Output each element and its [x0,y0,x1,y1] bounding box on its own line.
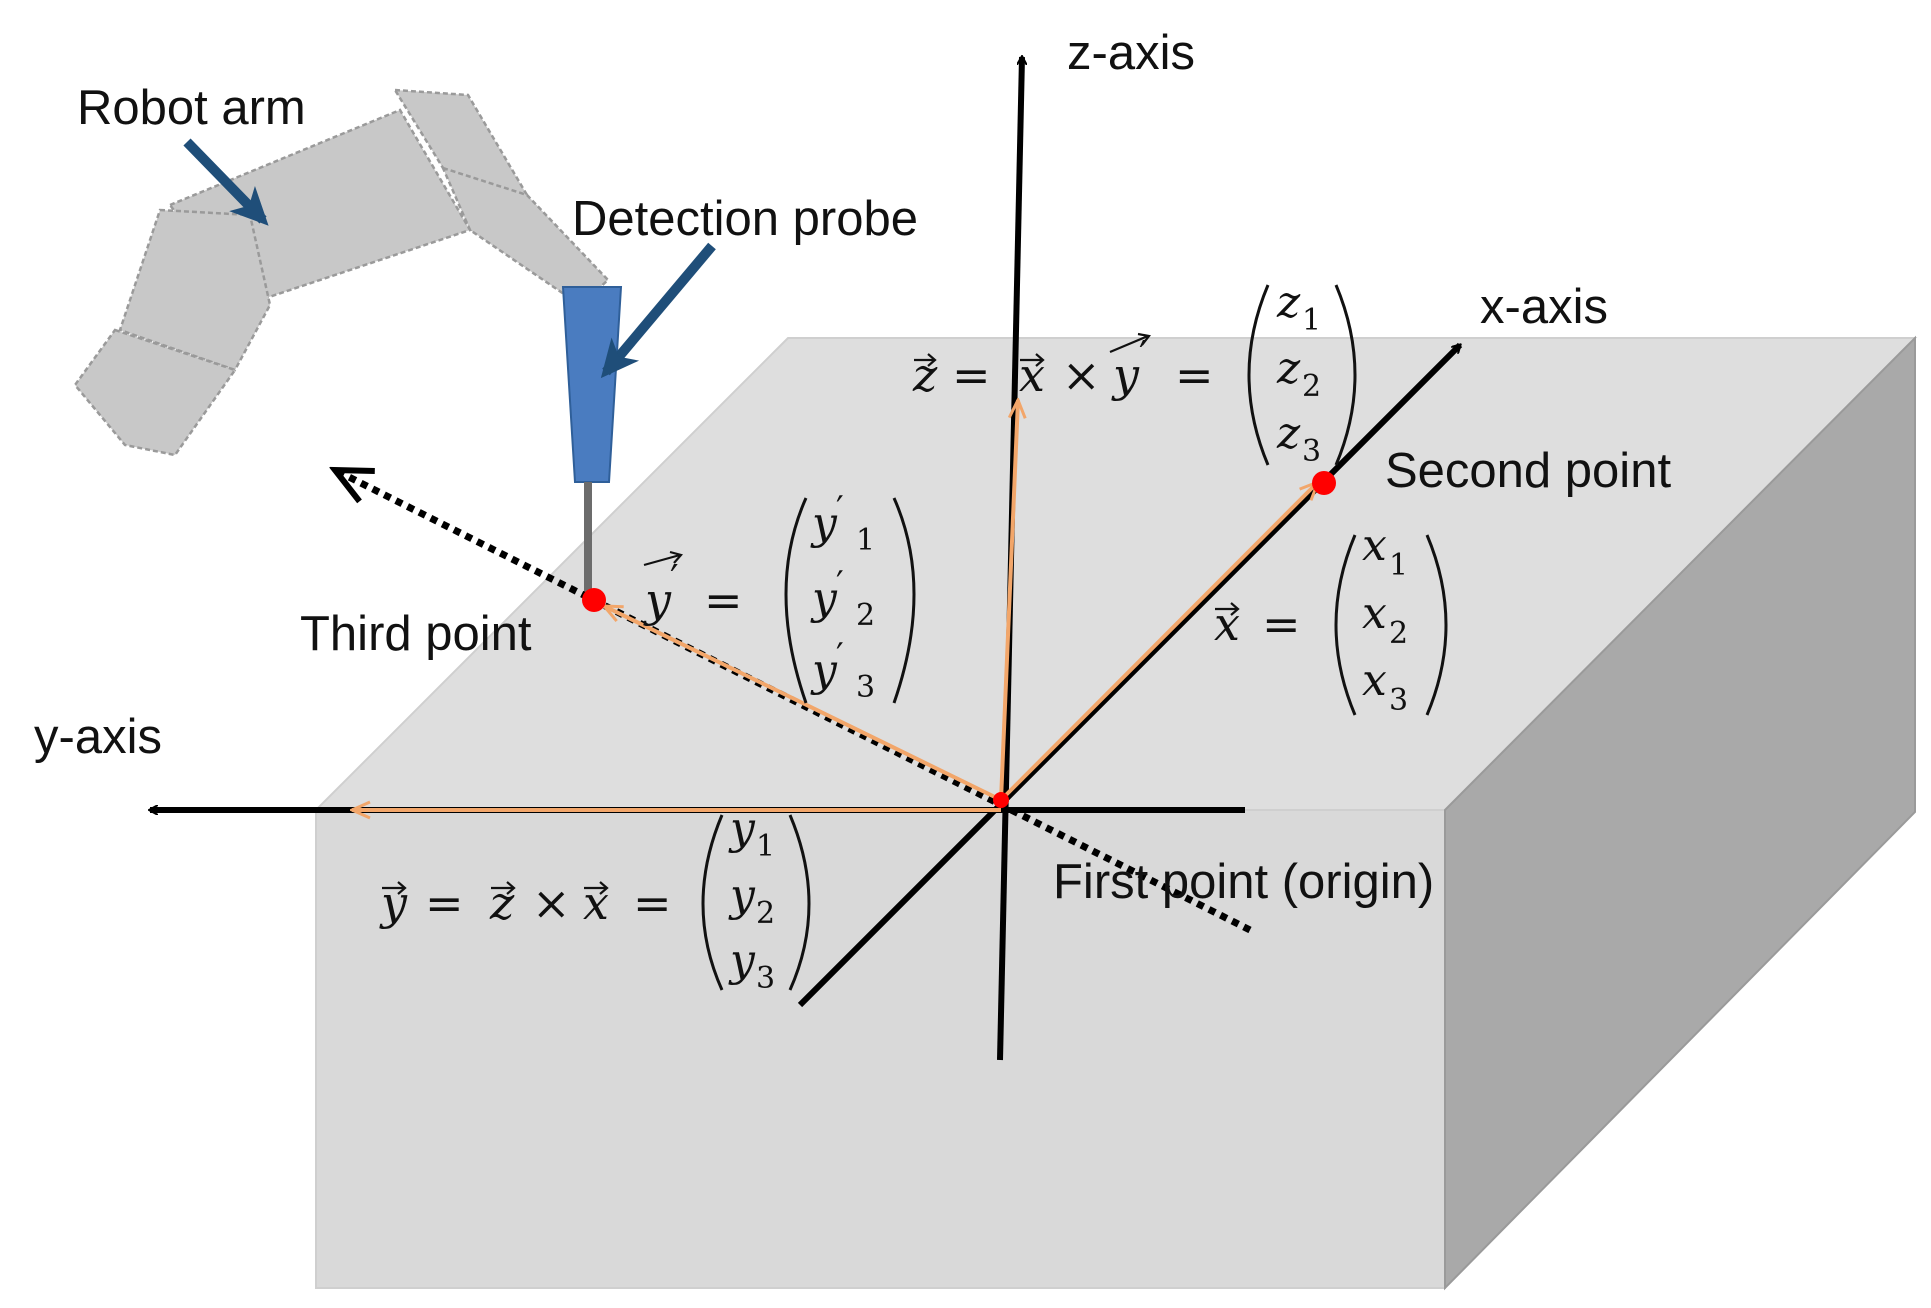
z-eq-times: × [1062,348,1101,402]
second-point-marker [1312,471,1336,495]
y-eq-entry-2-var: y [728,870,756,921]
z-eq-operand-a-arrow [1020,353,1045,367]
y-eq-right-paren [788,814,811,991]
origin-point [993,792,1009,808]
z-eq-symbol: z [912,348,938,402]
probe-body [561,286,623,483]
second-point-label: Second point [1385,444,1671,498]
x-eq-symbol-arrow [1215,602,1240,616]
robot-arm [73,88,610,457]
y-eq-entry-3-var: y [728,935,756,986]
y-eq-operand-b: x [583,876,609,930]
z-eq-equals-1: = [952,348,991,402]
x-vector [999,482,1318,802]
first-point-label: First point (origin) [1053,855,1434,909]
z-eq-entry-2-var: z [1276,343,1301,394]
x-eq-symbol: x [1214,597,1240,651]
yp-eq-symbol: y [643,573,672,627]
x-eq-entry-1-var: x [1362,520,1387,571]
detection-probe [561,286,623,600]
y-prime-vector-equation: y ′ = y ′ 1 y ′ 2 y ′ 3 [643,489,916,705]
x-axis-line [797,345,1460,1008]
yp-eq-equals: = [704,573,743,627]
x-eq-entry-3-sub: 3 [1389,683,1408,718]
x-eq-entry-2-var: x [1362,588,1387,639]
z-eq-operand-b-arrow [1109,332,1151,354]
z-eq-equals-2: = [1175,348,1214,402]
z-eq-entry-2-sub: 2 [1302,369,1321,404]
x-eq-entry-1-sub: 1 [1389,548,1408,583]
yp-eq-entry-3-sub: 3 [856,670,875,705]
robot-arm-segment-base [73,328,237,457]
x-eq-left-paren [1334,534,1357,716]
yp-eq-entry-2-var: y [810,573,838,624]
yp-eq-symbol-arrow [643,550,683,567]
y-eq-symbol-arrow [382,881,407,895]
y-eq-equals-2: = [633,876,672,930]
yp-eq-entry-2-sub: 2 [856,598,875,633]
z-eq-entry-1-var: z [1276,277,1301,328]
y-vector-equation: y = z × x = y 1 y 2 y 3 [379,803,811,996]
yp-eq-symbol-prime: ′ [670,557,679,601]
third-point-label: Third point [300,607,532,661]
x-eq-entry-3-var: x [1362,655,1387,706]
yp-eq-entry-2-prime: ′ [836,564,844,604]
y-eq-symbol: y [379,876,408,930]
x-eq-equals: = [1262,597,1301,651]
z-eq-symbol-arrow [914,353,937,367]
z-eq-operand-a: x [1019,348,1045,402]
x-eq-entry-2-sub: 2 [1389,616,1408,651]
z-eq-entry-3-var: z [1276,408,1301,459]
y-eq-operand-a-arrow [491,881,516,895]
vectors [352,400,1318,810]
z-eq-operand-b: y [1111,348,1140,402]
y-eq-entry-1-var: y [728,803,756,854]
yp-eq-entry-3-var: y [810,645,838,696]
z-eq-entry-3-sub: 3 [1302,434,1321,469]
third-point-marker [582,588,606,612]
z-eq-operand-b-prime: ′ [1139,333,1148,377]
yp-eq-entry-3-prime: ′ [836,636,844,676]
y-eq-entry-2-sub: 2 [756,896,775,931]
x-vector-equation: x = x 1 x 2 x 3 [1214,520,1448,718]
z-eq-entry-1-sub: 1 [1302,303,1321,338]
y-prime-vector [604,604,1002,802]
z-eq-left-paren [1247,284,1270,466]
y-eq-left-paren [701,814,724,991]
block-side-face [1444,335,1916,1291]
y-eq-times: × [532,876,571,930]
x-eq-right-paren [1425,534,1448,716]
y-eq-entry-3-sub: 3 [756,961,775,996]
yp-eq-right-paren [892,497,916,704]
y-axis-label: y-axis [34,710,162,764]
z-vector-equation: z = x × y ′ = z 1 z 2 z 3 [912,277,1357,469]
yp-eq-entry-1-sub: 1 [856,523,875,558]
yp-eq-entry-1-var: y [810,498,838,549]
robot-arm-callout-arrow [183,138,269,226]
probe-callout-arrow [600,242,716,379]
points [582,471,1336,808]
robot-arm-label: Robot arm [77,81,306,135]
block [313,335,1918,1291]
yp-eq-entry-1-prime: ′ [836,489,844,529]
y-eq-operand-b-arrow [584,881,609,895]
z-vector [999,400,1018,801]
y-eq-equals-1: = [425,876,464,930]
yp-eq-left-paren [784,497,808,704]
y-eq-entry-1-sub: 1 [756,829,775,864]
x-axis-label: x-axis [1480,280,1608,334]
z-axis-label: z-axis [1067,26,1195,80]
z-eq-right-paren [1334,284,1357,466]
probe-stylus [584,482,592,600]
detection-probe-label: Detection probe [572,192,918,246]
